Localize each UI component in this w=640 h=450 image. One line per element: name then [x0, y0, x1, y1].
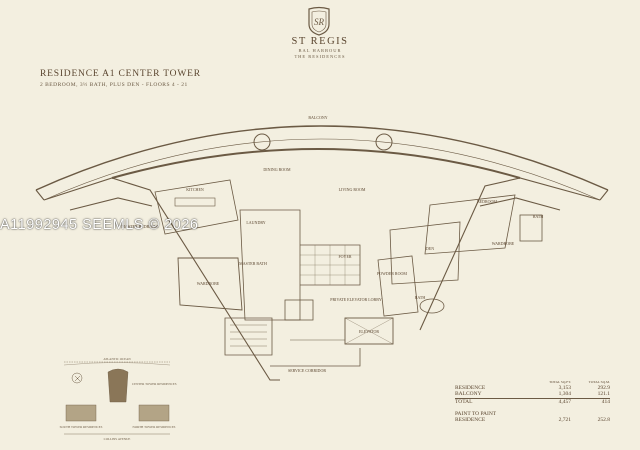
label-master-bedroom: MASTER BEDROOM: [121, 224, 159, 229]
residence-title: RESIDENCE A1 CENTER TOWER: [40, 69, 201, 79]
residence-subtitle: 2 BEDROOM, 3½ BATH, PLUS DEN - FLOORS 4 …: [40, 82, 188, 88]
label-service-corridor: SERVICE CORRIDOR: [288, 368, 326, 373]
area-table: TOTAL SQ.FT. TOTAL SQ.M. RESIDENCE 3,153…: [455, 380, 610, 423]
keyplan-street: COLLINS AVENUE: [104, 437, 131, 441]
keyplan-ocean: ATLANTIC OCEAN: [103, 357, 131, 361]
label-private-elevator-lobby: PRIVATE ELEVATOR LOBBY: [330, 297, 382, 302]
logo-monogram: SR: [314, 17, 325, 27]
label-bedroom: BEDROOM: [477, 199, 497, 204]
label-bath-center: BATH: [415, 295, 426, 300]
key-plan: ATLANTIC OCEAN CENTER TOWER RESIDENCES S…: [60, 357, 177, 441]
keyplan-north-tower: NORTH TOWER RESIDENCES: [133, 425, 176, 429]
brand-subtitle: BAL HARBOUR THE RESIDENCES: [240, 48, 400, 60]
label-master-bath: MASTER BATH: [239, 261, 267, 266]
paint-residence-row: RESIDENCE 2,721 252.8: [455, 417, 610, 424]
table-row: BALCONY 1,304 121.1: [455, 391, 610, 398]
label-balcony: BALCONY: [308, 115, 327, 120]
col-header-sqm: TOTAL SQ.M.: [588, 380, 610, 384]
total-row: TOTAL 4,457 414: [455, 397, 610, 405]
label-wardrobe-left: WARDROBE: [197, 281, 220, 286]
label-laundry: LAUNDRY: [246, 220, 265, 225]
label-kitchen: KITCHEN: [186, 187, 204, 192]
brand-location: BAL HARBOUR: [298, 48, 342, 53]
table-row: RESIDENCE 3,153 292.9: [455, 385, 610, 391]
exterior-wall: [111, 148, 521, 179]
label-dining-room: DINING ROOM: [263, 167, 291, 172]
brand-residences: THE RESIDENCES: [294, 54, 346, 59]
label-living-room: LIVING ROOM: [339, 187, 366, 192]
balcony-outer-edge: [35, 125, 609, 191]
label-wardrobe-right: WARDROBE: [492, 241, 515, 246]
brand-name: ST REGIS: [291, 36, 349, 47]
keyplan-south-tower: SOUTH TOWER RESIDENCES: [60, 425, 103, 429]
listing-watermark: A11992945 SEEMLS © 2026: [0, 217, 199, 233]
keyplan-center-tower: CENTER TOWER RESIDENCES: [132, 382, 177, 386]
paint-to-paint-row: PAINT TO PAINT: [455, 410, 497, 417]
label-den: DEN: [426, 246, 434, 251]
label-bath-right: BATH: [533, 214, 544, 219]
label-elevator: ELEVATOR: [359, 329, 379, 334]
col-header-sqft: TOTAL SQ.FT.: [549, 380, 571, 384]
st-regis-crest-logo: SR: [308, 6, 330, 36]
label-powder-room: POWDER ROOM: [377, 271, 407, 276]
label-foyer: FOYER: [338, 254, 351, 259]
